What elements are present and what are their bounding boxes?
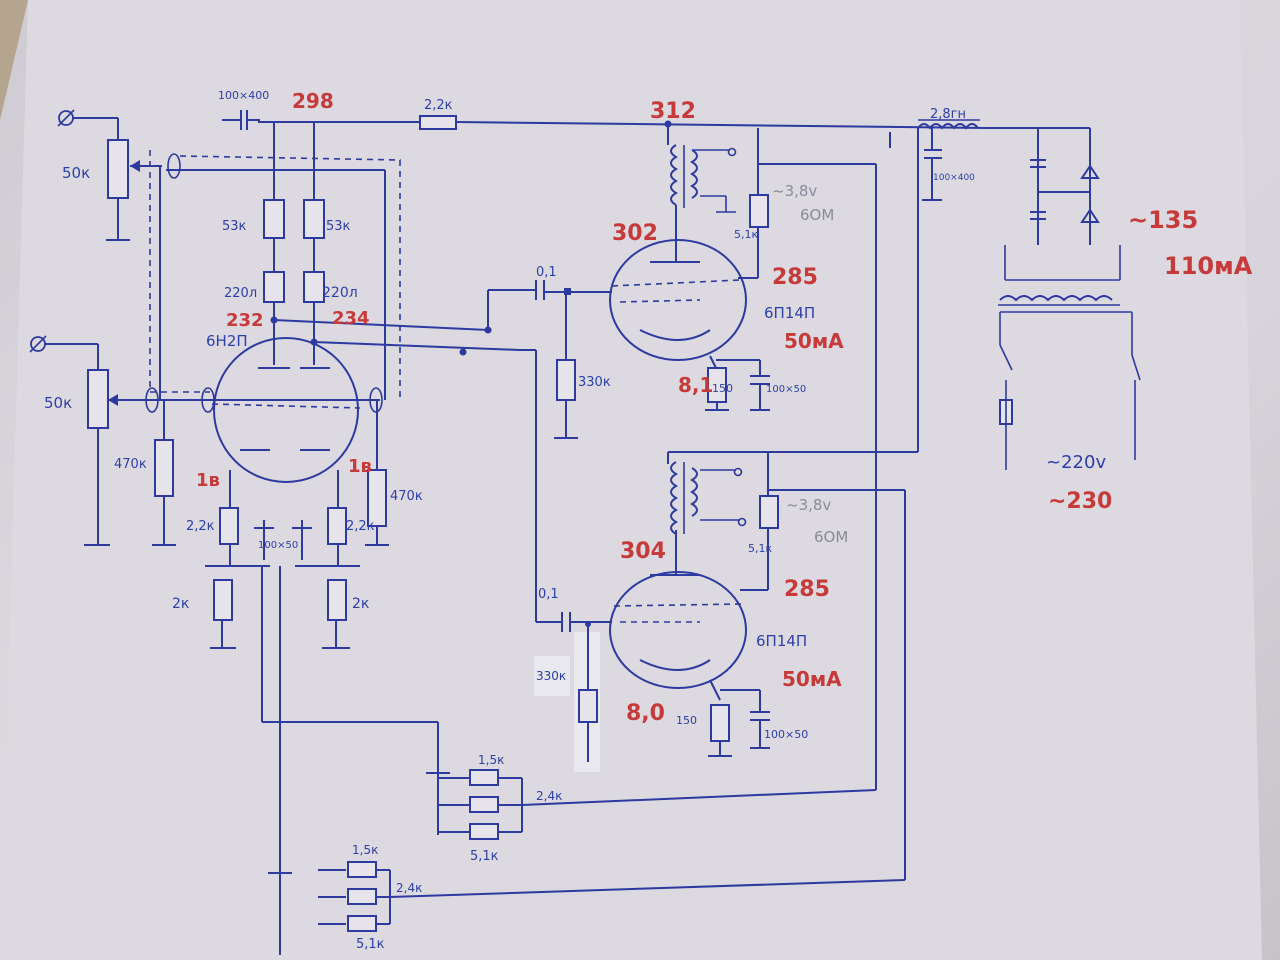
r53-left-label: 53к [222, 219, 247, 234]
output-stage-bottom [520, 349, 906, 880]
r330-top-label: 330к [578, 375, 611, 390]
component-labels: 100×400 298 2,2к 312 2,8гн 100×400 50к 5… [44, 89, 1253, 952]
table-corner [0, 0, 28, 120]
pot-top-label: 50к [62, 164, 90, 182]
bottom-tube-label: 6П14П [756, 632, 807, 650]
fb2-r1-label: 1,5к [352, 843, 378, 857]
voltage-304: 304 [620, 539, 666, 564]
r330-bot-label: 330к [536, 669, 566, 683]
trim-right-label: 2к [352, 596, 369, 612]
current-top: 50мА [784, 329, 844, 353]
voltage-285-bot: 285 [784, 577, 830, 602]
ohm-bot-label: 6ОМ [814, 528, 848, 546]
heater-bot-label: ~3,8v [786, 496, 831, 514]
r150-bot-label: 150 [676, 714, 697, 727]
r53-right-label: 53к [326, 219, 351, 234]
choke-label: 2,8гн [930, 107, 966, 122]
top-output-tube-envelope [609, 239, 747, 361]
r470-right-label: 470к [390, 489, 423, 504]
r470-left-label: 470к [114, 457, 147, 472]
cathode-v-right: 1в [348, 456, 372, 477]
cap01-top-label: 0,1 [536, 265, 557, 280]
cathode-cap-label: 100×50 [258, 540, 298, 551]
r220-right-label: 220л [322, 285, 358, 301]
voltage-8-0: 8,0 [626, 701, 665, 726]
bottom-cathode-cap-label: 100×50 [764, 728, 808, 741]
top-tube-label: 6П14П [764, 304, 815, 322]
cap01-bot-label: 0,1 [538, 587, 559, 602]
input-pots [29, 109, 401, 546]
mains-230: ~230 [1048, 489, 1112, 514]
current-bot: 50мА [782, 667, 842, 691]
driver-stage [152, 122, 521, 955]
r5k1-bot-label: 5,1к [748, 542, 772, 555]
fb1-r3-label: 5,1к [470, 849, 499, 864]
voltage-232: 232 [226, 310, 264, 331]
fb1-r2-label: 2,4к [536, 789, 562, 803]
feedback-network-1 [438, 769, 877, 840]
current-110: 110мА [1164, 252, 1253, 280]
voltage-302: 302 [612, 221, 658, 246]
top-cathode-cap-label: 100×50 [766, 384, 806, 395]
r2k2-right-label: 2,2к [346, 519, 375, 534]
r-2k2-top-label: 2,2к [424, 98, 453, 113]
trim-left-label: 2к [172, 596, 189, 612]
voltage-312: 312 [650, 99, 696, 124]
driver-tube-label: 6Н2П [206, 332, 248, 350]
pot-bottom-label: 50к [44, 394, 72, 412]
r2k2-left-label: 2,2к [186, 519, 215, 534]
voltage-285-top: 285 [772, 265, 818, 290]
voltage-234: 234 [332, 308, 370, 329]
power-supply [917, 119, 1141, 470]
input-cap-label: 100×400 [218, 89, 269, 102]
fb2-r2-label: 2,4к [396, 881, 422, 895]
bottom-output-tube-envelope [609, 571, 747, 689]
label-patch [534, 656, 570, 696]
output-stage-top [487, 124, 919, 790]
mains-220: ~220v [1046, 452, 1106, 473]
r220-left-label: 220л [224, 286, 257, 301]
voltage-298: 298 [292, 89, 334, 113]
fb2-r3-label: 5,1к [356, 937, 385, 952]
voltage-135: ~135 [1128, 206, 1198, 234]
heater-top-label: ~3,8v [772, 182, 817, 200]
ohm-top-label: 6ОМ [800, 206, 834, 224]
cathode-v-left: 1в [196, 470, 220, 491]
r150-top-label: 150 [712, 382, 733, 395]
fb1-r1-label: 1,5к [478, 753, 504, 767]
voltage-8-1: 8,1 [678, 373, 713, 397]
filter-cap-label: 100×400 [933, 173, 975, 183]
driver-tube-envelope [213, 337, 359, 483]
feedback-network-2 [318, 861, 906, 932]
r5k1-top-label: 5,1к [734, 228, 758, 241]
